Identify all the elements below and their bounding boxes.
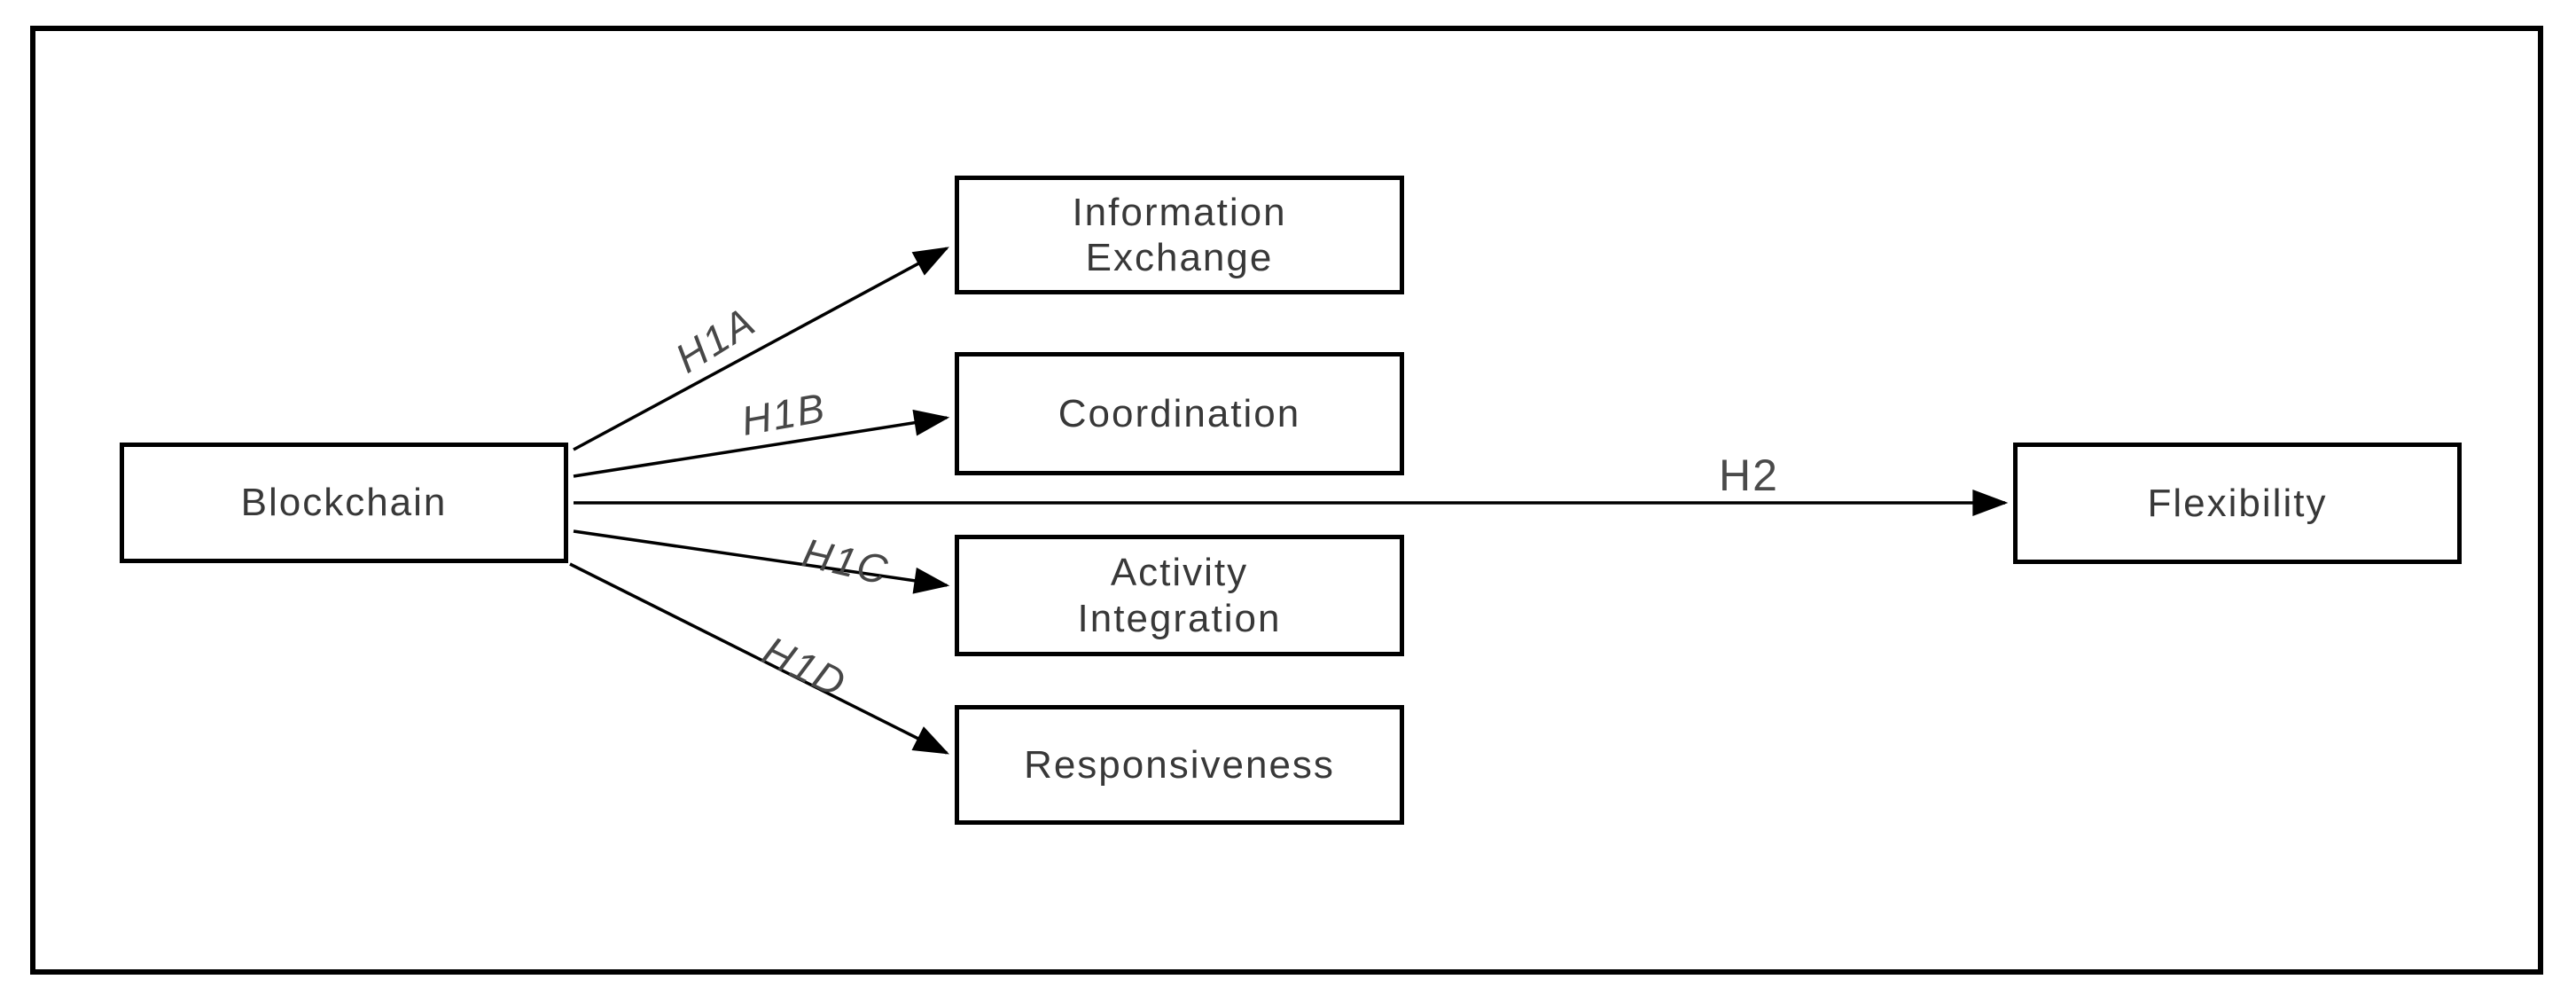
arrow-h1d [569, 562, 949, 755]
node-blockchain-label: Blockchain [240, 481, 448, 525]
node-activity-integration: Activity Integration [955, 535, 1404, 656]
node-information-exchange: Information Exchange [955, 176, 1404, 294]
node-information-exchange-label-line1: Information [1072, 190, 1287, 234]
edge-label-h2: H2 [1719, 451, 1779, 500]
node-coordination: Coordination [955, 352, 1404, 475]
node-coordination-label: Coordination [1058, 391, 1301, 435]
node-flexibility-label: Flexibility [2147, 481, 2328, 525]
node-flexibility: Flexibility [2013, 443, 2462, 564]
arrow-h1b [573, 409, 950, 478]
node-information-exchange-label-line2: Exchange [1085, 236, 1274, 279]
arrow-h1a [573, 247, 949, 451]
node-responsiveness-label: Responsiveness [1024, 742, 1335, 787]
node-activity-integration-label-line2: Integration [1077, 596, 1282, 640]
node-responsiveness: Responsiveness [955, 705, 1404, 825]
node-blockchain: Blockchain [120, 443, 568, 563]
node-activity-integration-label-line1: Activity [1110, 551, 1249, 595]
arrow-h1c [573, 529, 950, 594]
